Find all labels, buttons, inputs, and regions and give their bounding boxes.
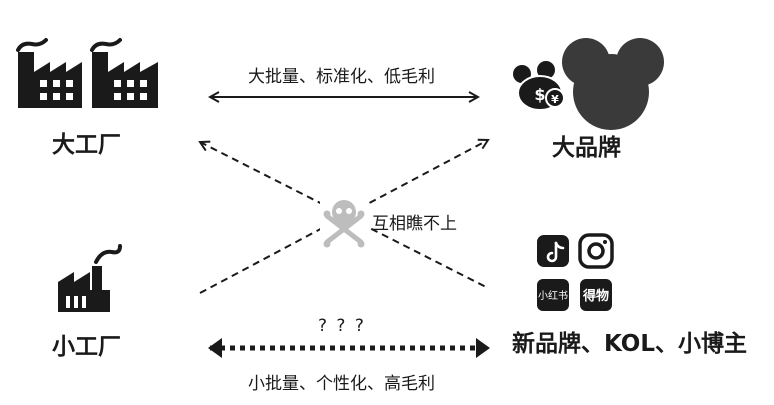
node-small-factory: 小工厂 xyxy=(52,334,121,360)
small-factory-icon xyxy=(58,244,122,312)
edge-label-cross: 互相瞧不上 xyxy=(372,214,457,234)
mouse-brand-icon: $ ¥ xyxy=(513,38,664,130)
edge-label-top: 大批量、标准化、低毛利 xyxy=(248,67,435,87)
edge-label-bottom: 小批量、个性化、高毛利 xyxy=(248,374,435,394)
node-new-brands: 新品牌、KOL、小博主 xyxy=(512,331,747,357)
factory-icon xyxy=(16,38,158,108)
xiaohongshu-label: 小红书 xyxy=(538,289,568,302)
dewu-icon: 得物 xyxy=(580,279,612,311)
brand-currency-glyph: ¥ xyxy=(551,93,559,106)
edge-label-question: ? ? ? xyxy=(318,316,366,336)
tiktok-icon xyxy=(537,235,569,267)
brand-dollar-glyph: $ xyxy=(534,85,545,104)
xiaohongshu-icon: 小红书 xyxy=(537,279,569,311)
node-big-factory: 大工厂 xyxy=(52,132,121,158)
diagonal-arrow-up xyxy=(199,140,488,294)
skull-icon xyxy=(320,196,368,248)
dewu-label: 得物 xyxy=(582,288,609,304)
node-big-brand: 大品牌 xyxy=(552,135,621,161)
instagram-icon xyxy=(578,233,614,269)
